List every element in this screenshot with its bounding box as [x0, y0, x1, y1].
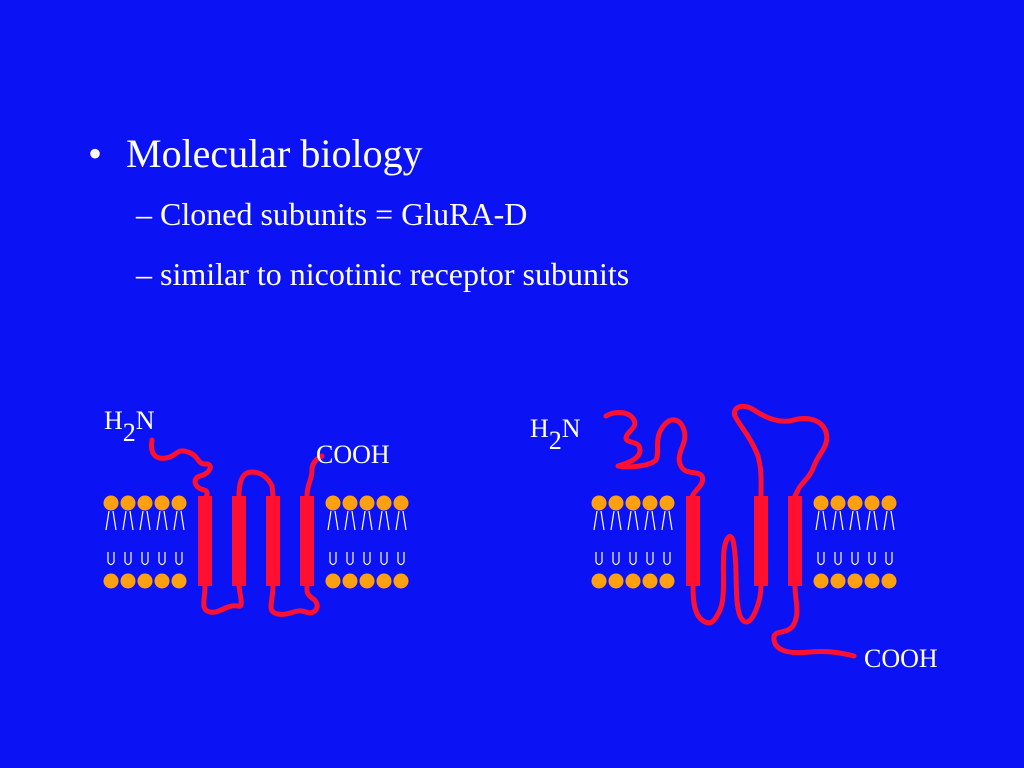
- lipid-tail: [593, 510, 605, 566]
- lipid-head: [342, 573, 358, 589]
- lipid-tail: [832, 510, 844, 566]
- lipid-head: [359, 495, 375, 511]
- lipid-head: [625, 495, 641, 511]
- left-protein-chain: [149, 437, 325, 617]
- tm-segment-1: [198, 496, 212, 586]
- right-lipid-bilayer-right: [813, 495, 897, 589]
- sub-marker: –: [136, 196, 152, 232]
- bullet-molecular-biology: • Molecular biology: [88, 128, 423, 180]
- sub-bullet-cloned-subunits: – Cloned subunits = GluRA-D: [136, 194, 527, 234]
- lipid-tail: [156, 510, 168, 566]
- sub-marker: –: [136, 256, 152, 292]
- lipid-head: [120, 573, 136, 589]
- lipid-tail: [327, 510, 339, 566]
- lipid-tail: [122, 510, 134, 566]
- tm-segment-1: [686, 496, 700, 586]
- lipid-head: [642, 573, 658, 589]
- lipid-head: [103, 573, 119, 589]
- lipid-head: [659, 495, 675, 511]
- lipid-head: [847, 495, 863, 511]
- lipid-head: [881, 573, 897, 589]
- lipid-tail: [661, 510, 673, 566]
- lipid-tail: [361, 510, 373, 566]
- sub-bullet-similar-nicotinic: – similar to nicotinic receptor subunits: [136, 254, 629, 294]
- lipid-head: [393, 495, 409, 511]
- lipid-tail: [378, 510, 390, 566]
- lipid-head: [376, 495, 392, 511]
- lipid-head: [830, 495, 846, 511]
- lipid-head: [659, 573, 675, 589]
- lipid-head: [864, 573, 880, 589]
- lipid-head: [608, 495, 624, 511]
- lipid-head: [120, 495, 136, 511]
- lipid-head: [608, 573, 624, 589]
- lipid-tail: [139, 510, 151, 566]
- lipid-tail: [105, 510, 117, 566]
- lipid-head: [847, 573, 863, 589]
- lipid-head: [325, 573, 341, 589]
- left-membrane-diagram: H2N COOH: [103, 406, 409, 617]
- lipid-head: [137, 495, 153, 511]
- bullet-marker: •: [88, 131, 103, 176]
- left-lipid-bilayer-right: [325, 495, 409, 589]
- tm-segment-3: [266, 496, 280, 586]
- left-n-terminus-label: H2N: [104, 406, 155, 447]
- lipid-head: [325, 495, 341, 511]
- lipid-head: [171, 495, 187, 511]
- lipid-tail: [344, 510, 356, 566]
- tm-segment-4: [788, 496, 802, 586]
- lipid-head: [103, 495, 119, 511]
- lipid-head: [813, 495, 829, 511]
- sub-bullet-text: similar to nicotinic receptor subunits: [160, 256, 630, 292]
- tm-segment-2: [232, 496, 246, 586]
- lipid-head: [864, 495, 880, 511]
- left-c-terminus-label: COOH: [316, 440, 390, 469]
- bullet-text: Molecular biology: [126, 131, 423, 176]
- lipid-tail: [849, 510, 861, 566]
- right-transmembrane-segments: [686, 496, 802, 586]
- lipid-head: [137, 573, 153, 589]
- lipid-tail: [883, 510, 895, 566]
- lipid-head: [342, 495, 358, 511]
- right-n-terminus-label: H2N: [530, 414, 581, 455]
- lipid-head: [591, 573, 607, 589]
- lipid-head: [154, 573, 170, 589]
- lipid-head: [830, 573, 846, 589]
- lipid-tail: [395, 510, 407, 566]
- lipid-head: [171, 573, 187, 589]
- tm-segment-3: [754, 496, 768, 586]
- lipid-tail: [644, 510, 656, 566]
- right-c-terminus-label: COOH: [864, 644, 938, 673]
- lipid-head: [591, 495, 607, 511]
- lipid-tail: [173, 510, 185, 566]
- right-protein-chain: [603, 403, 857, 659]
- lipid-tail: [627, 510, 639, 566]
- lipid-head: [642, 495, 658, 511]
- lipid-head: [154, 495, 170, 511]
- left-lipid-bilayer-left: [103, 495, 187, 589]
- tm-segment-4: [300, 496, 314, 586]
- right-membrane-diagram: H2N COOH: [530, 403, 938, 673]
- lipid-tail: [866, 510, 878, 566]
- left-transmembrane-segments: [198, 496, 314, 586]
- lipid-head: [625, 573, 641, 589]
- sub-bullet-text: Cloned subunits = GluRA-D: [160, 196, 528, 232]
- lipid-head: [813, 573, 829, 589]
- lipid-head: [359, 573, 375, 589]
- lipid-head: [376, 573, 392, 589]
- lipid-head: [393, 573, 409, 589]
- lipid-head: [881, 495, 897, 511]
- lipid-tail: [815, 510, 827, 566]
- right-lipid-bilayer-left: [591, 495, 675, 589]
- lipid-tail: [610, 510, 622, 566]
